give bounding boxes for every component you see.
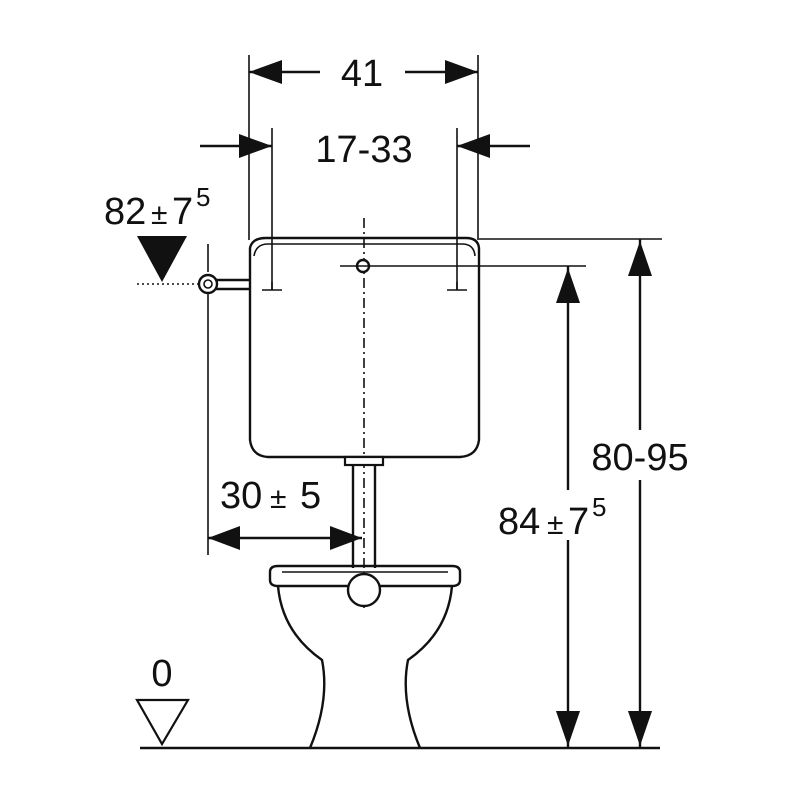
total-height-label: 80-95 <box>591 437 688 479</box>
level-marker-outline-icon <box>135 698 190 747</box>
arrow-head-inlet-top <box>556 268 580 303</box>
side-height-tol-sup: 5 <box>196 182 210 212</box>
arrow-head-total-bottom <box>628 711 652 746</box>
water-inlet-connection <box>197 244 250 555</box>
inlet-height-tol-sign: ± <box>547 508 563 541</box>
side-height-tol: 7 <box>172 191 193 233</box>
arrow-head-in-right <box>457 134 490 158</box>
side-height-value: 82 <box>104 191 146 233</box>
inlet-height-dimension: 84 ± 7 5 <box>498 266 606 748</box>
offset-tol-sign: ± <box>270 482 286 515</box>
side-height-tol-sign: ± <box>151 198 167 231</box>
side-height-dimension: 82 ± 7 5 <box>104 182 210 285</box>
arrow-head-offset-right <box>330 526 362 550</box>
width-total-label: 41 <box>341 53 383 95</box>
offset-value: 30 <box>220 475 262 517</box>
inlet-height-tol: 7 <box>568 501 589 543</box>
arrow-head-left <box>249 60 282 84</box>
width-range-label: 17-33 <box>315 129 412 171</box>
arrow-head-inlet-bottom <box>556 711 580 746</box>
flush-pipe <box>343 455 385 568</box>
floor-level-label: 0 <box>151 653 172 695</box>
level-marker-filled-icon <box>137 236 187 282</box>
floor-level: 0 <box>135 653 660 750</box>
arrow-head-offset-left <box>208 526 240 550</box>
inlet-height-value: 84 <box>498 501 540 543</box>
offset-tol: 5 <box>300 475 321 517</box>
arrow-head-total-top <box>628 241 652 276</box>
arrow-head-right <box>445 60 478 84</box>
wc-bowl <box>268 564 462 749</box>
inlet-point <box>340 258 586 274</box>
total-height-dimension: 80-95 <box>479 238 689 748</box>
width-range-dimension: 17-33 <box>200 128 530 290</box>
offset-dimension: 30 ± 5 <box>208 475 362 550</box>
arrow-head-in-left <box>239 134 272 158</box>
width-total-dimension: 41 <box>248 53 479 240</box>
inlet-height-tol-sup: 5 <box>592 492 606 522</box>
